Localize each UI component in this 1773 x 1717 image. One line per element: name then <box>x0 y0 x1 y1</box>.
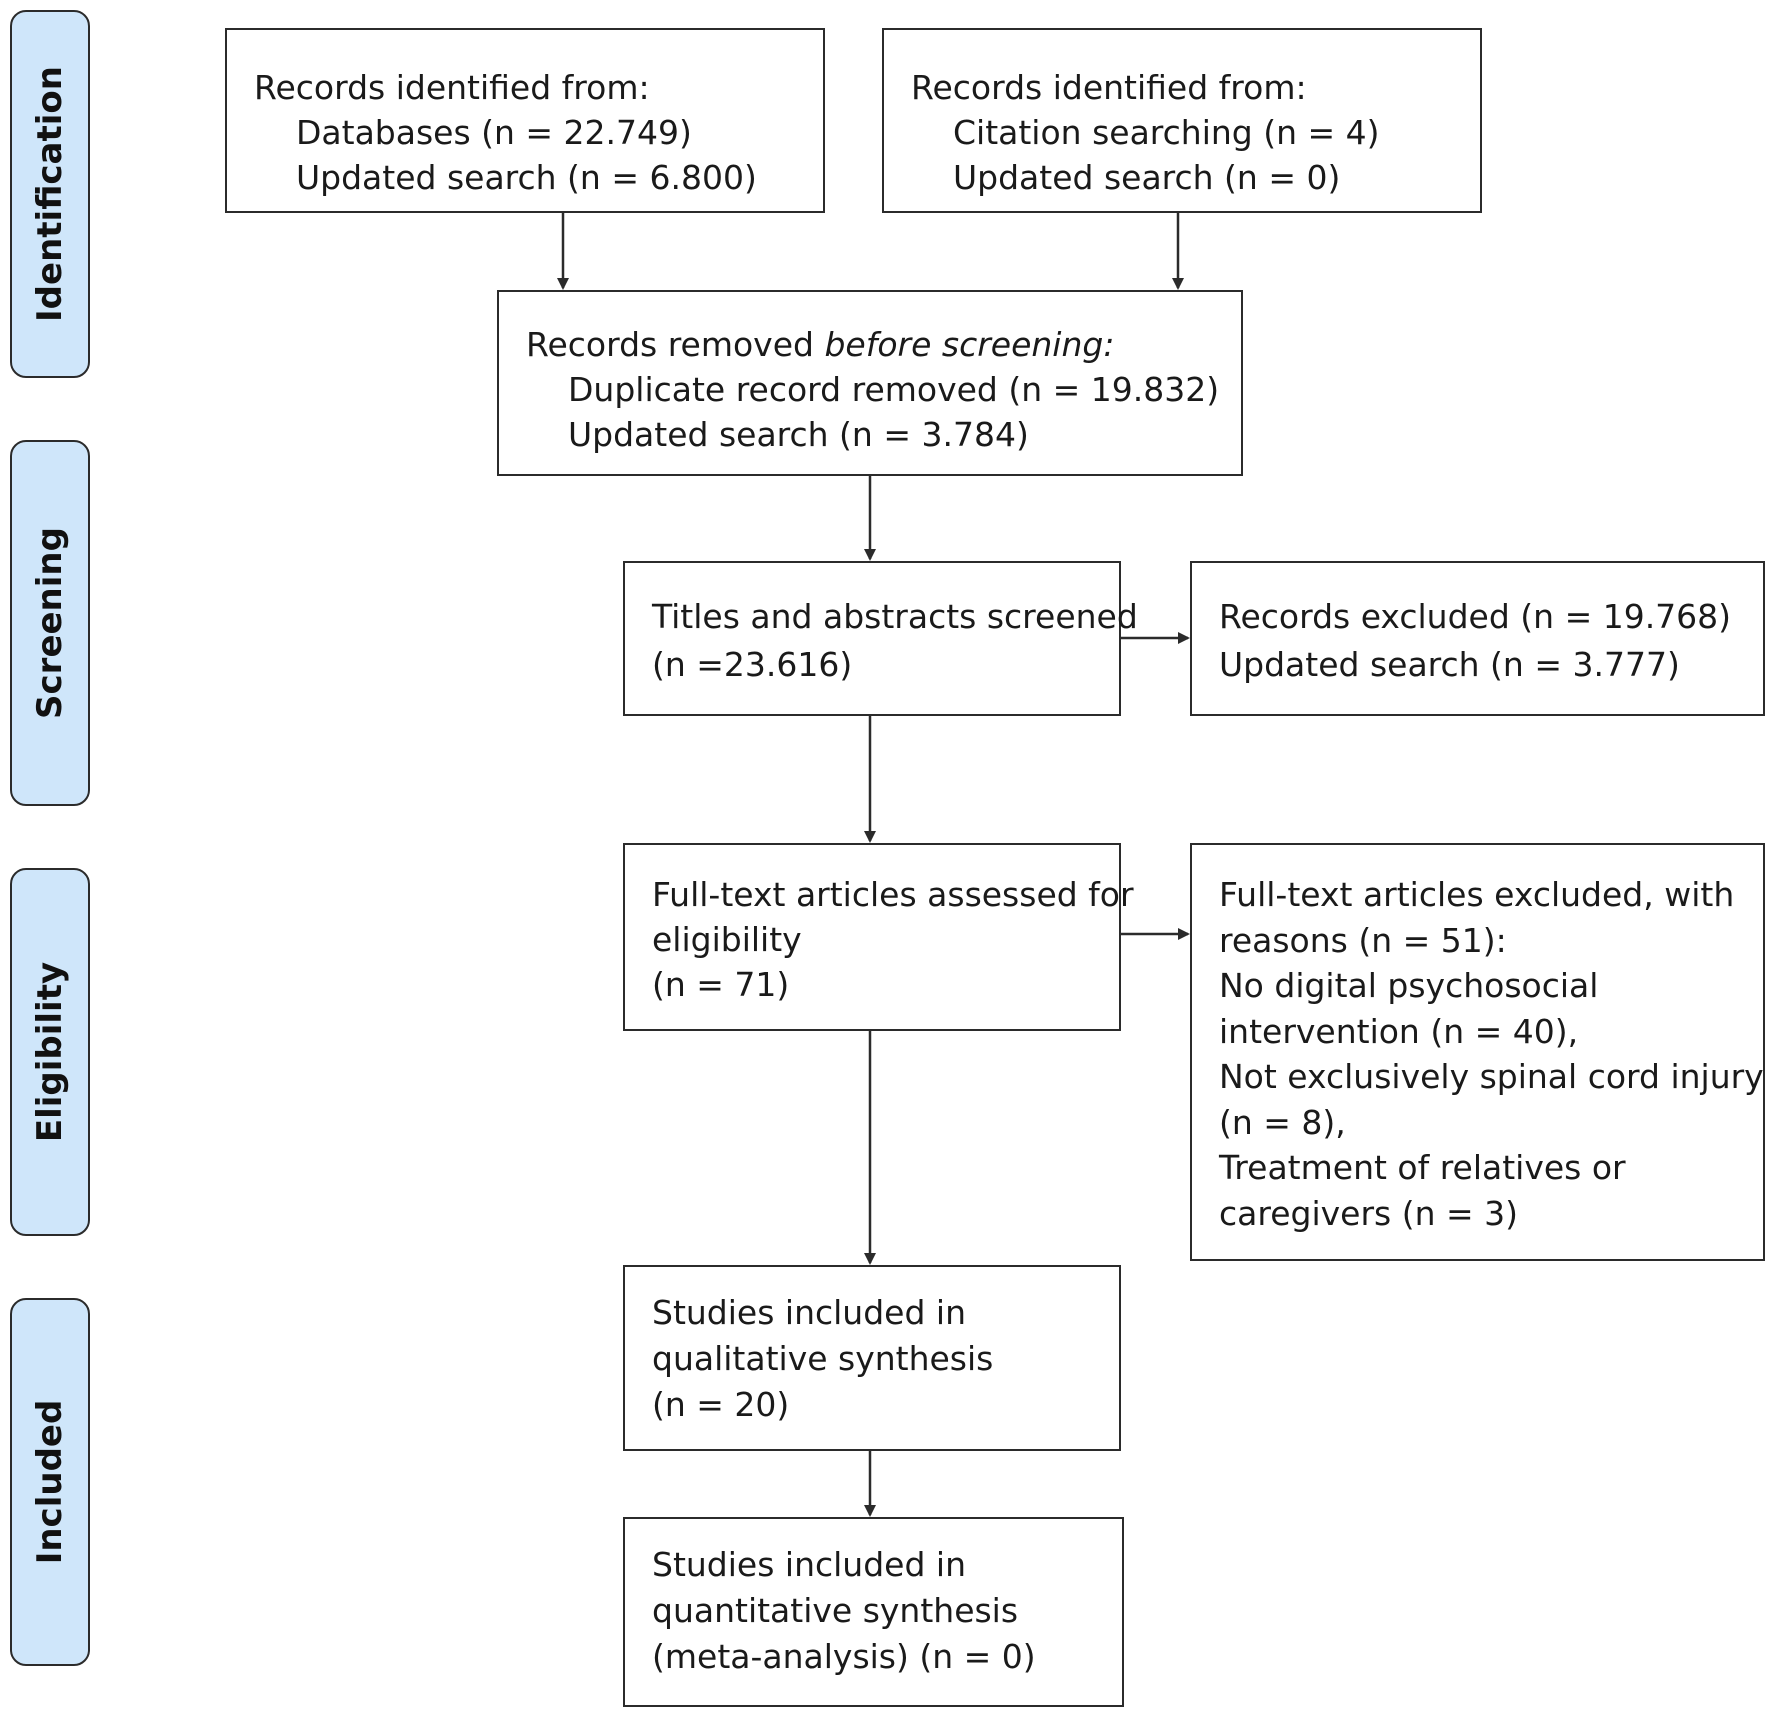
box-records-removed: Records removed before screening: Duplic… <box>497 290 1243 476</box>
heading-italic: before screening: <box>824 325 1115 364</box>
box-titles-abstracts-screened: Titles and abstracts screened (n =23.616… <box>623 561 1138 716</box>
box-line: qualitative synthesis <box>652 1339 994 1378</box>
box-line: Updated search (n = 3.777) <box>1219 645 1680 684</box>
box-line: Full-text articles assessed for <box>652 875 1134 914</box>
box-line: Updated search (n = 6.800) <box>296 158 757 197</box>
box-line: Updated search (n = 0) <box>953 158 1341 197</box>
box-line: Duplicate record removed (n = 19.832) <box>568 370 1220 409</box>
box-line: intervention (n = 40), <box>1219 1011 1579 1051</box>
phase-screening: Screening <box>10 440 90 806</box>
box-line: Citation searching (n = 4) <box>953 113 1380 152</box>
box-line: No digital psychosocial <box>1219 966 1599 1005</box>
heading-prefix: Records removed <box>526 325 825 364</box>
box-line: Not exclusively spinal cord injury <box>1219 1057 1764 1096</box>
box-qualitative-synthesis: Studies included in qualitative synthesi… <box>623 1265 1121 1451</box>
box-records-identified-citation: Records identified from: Citation search… <box>882 28 1482 213</box>
phase-included: Included <box>10 1298 90 1666</box>
box-line: (n =23.616) <box>652 645 853 684</box>
box-line: (n = 8), <box>1219 1102 1346 1142</box>
box-line: (n = 20) <box>652 1385 790 1424</box>
box-line: Records excluded (n = 19.768) <box>1219 597 1732 636</box>
box-heading: Records identified from: <box>911 68 1307 107</box>
box-line: eligibility <box>652 920 802 959</box>
box-heading: Records identified from: <box>254 68 650 107</box>
box-quantitative-synthesis: Studies included in quantitative synthes… <box>623 1517 1124 1707</box>
box-heading: Records removed before screening: <box>526 322 1241 367</box>
box-line: Databases (n = 22.749) <box>296 113 692 152</box>
box-line: Titles and abstracts screened <box>652 597 1138 636</box>
box-fulltext-excluded: Full-text articles excluded, with reason… <box>1190 843 1765 1261</box>
box-records-identified-databases: Records identified from: Databases (n = … <box>225 28 825 213</box>
phase-eligibility: Eligibility <box>10 868 90 1236</box>
box-line: (meta-analysis) (n = 0) <box>652 1637 1036 1676</box>
box-line: quantitative synthesis <box>652 1591 1019 1630</box>
box-fulltext-assessed: Full-text articles assessed for eligibil… <box>623 843 1134 1031</box>
box-line: caregivers (n = 3) <box>1219 1193 1518 1233</box>
box-line: Studies included in <box>652 1293 966 1332</box>
box-line: Full-text articles excluded, with <box>1219 875 1735 914</box>
box-line: Studies included in <box>652 1545 966 1584</box>
box-line: reasons (n = 51): <box>1219 920 1507 960</box>
box-line: Updated search (n = 3.784) <box>568 415 1029 454</box>
box-records-excluded: Records excluded (n = 19.768) Updated se… <box>1190 561 1765 716</box>
box-line: Treatment of relatives or <box>1219 1148 1626 1187</box>
phase-identification: Identification <box>10 10 90 378</box>
box-line: (n = 71) <box>652 965 790 1004</box>
